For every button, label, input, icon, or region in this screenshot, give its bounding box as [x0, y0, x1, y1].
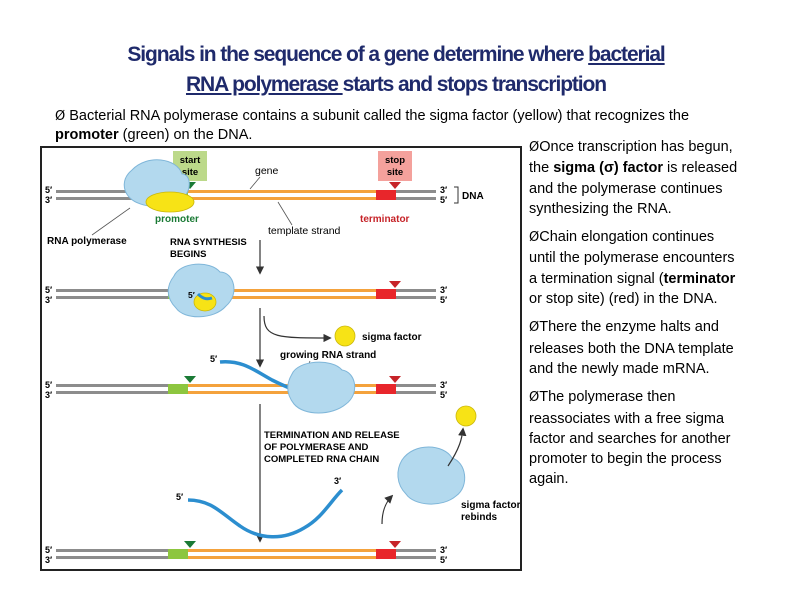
- page-title: Signals in the sequence of a gene determ…: [0, 40, 792, 100]
- bullet-arrow-icon: Ø: [529, 320, 540, 336]
- bullet-arrow-icon: Ø: [529, 390, 540, 406]
- five-prime-label: 5′: [45, 185, 52, 195]
- transcription-figure: start site stop site gene 5′ 3′ 3′ 5′ DN…: [40, 146, 522, 571]
- stop-site-box: [378, 151, 412, 181]
- five-prime-label: 5′: [188, 290, 195, 300]
- stop-site-label: site: [387, 167, 403, 178]
- sigma-factor-shape: [455, 405, 477, 427]
- gene-segment: [188, 289, 376, 292]
- step-label-termination: OF POLYMERASE AND: [264, 442, 368, 453]
- gene-segment: [188, 556, 376, 559]
- step-label-termination: COMPLETED RNA CHAIN: [264, 454, 379, 465]
- dna-label: DNA: [462, 191, 484, 202]
- three-prime-label: 3′: [45, 295, 52, 305]
- start-marker-icon: [184, 541, 196, 548]
- explanation-sidebar: ØOnce transcription has begun, the sigma…: [529, 137, 744, 498]
- stop-site-label: stop: [385, 155, 405, 166]
- dna-row-2: 5′ 3′ 3′ 5′ 5′: [45, 263, 447, 318]
- leader-line: [249, 176, 261, 190]
- rna-polymerase-shape: [287, 361, 356, 414]
- terminator-segment: [376, 190, 396, 200]
- transcription-diagram: start site stop site gene 5′ 3′ 3′ 5′ DN…: [45, 151, 521, 565]
- rebind-arrow: [381, 494, 394, 525]
- terminator-label: terminator: [360, 214, 410, 225]
- five-prime-label: 5′: [210, 354, 217, 364]
- rna-strand: [187, 488, 344, 539]
- terminator-segment: [376, 549, 396, 559]
- three-prime-label: 3′: [440, 285, 447, 295]
- sigma-rebinds-label: rebinds: [461, 512, 498, 523]
- rna-polymerase-shape: [397, 446, 466, 505]
- gene-segment: [188, 296, 376, 299]
- rebind-arrow: [447, 427, 467, 467]
- three-prime-label: 3′: [440, 185, 447, 195]
- promoter-segment: [168, 549, 188, 559]
- three-prime-label: 3′: [334, 476, 341, 486]
- release-arrow: [263, 315, 332, 343]
- start-site-label: start: [180, 155, 201, 166]
- explanation-paragraph: ØThere the enzyme halts and releases bot…: [529, 319, 734, 377]
- title-line-1: Signals in the sequence of a gene determ…: [127, 43, 665, 66]
- title-line-2: RNA polymerase starts and stops transcri…: [185, 73, 607, 96]
- five-prime-label: 5′: [440, 390, 447, 400]
- leader-line: [277, 201, 293, 226]
- five-prime-label: 5′: [440, 195, 447, 205]
- gene-label: gene: [255, 165, 279, 177]
- growing-rna-label: growing RNA strand: [280, 350, 376, 361]
- promoter-label: promoter: [155, 214, 199, 225]
- three-prime-label: 3′: [440, 380, 447, 390]
- start-marker-icon: [184, 376, 196, 383]
- three-prime-label: 3′: [45, 195, 52, 205]
- five-prime-label: 5′: [440, 295, 447, 305]
- bullet-arrow-icon: Ø: [529, 140, 540, 155]
- sigma-factor-label: sigma factor: [362, 332, 422, 343]
- terminator-segment: [376, 384, 396, 394]
- five-prime-label: 5′: [45, 545, 52, 555]
- stop-marker-icon: [389, 541, 401, 548]
- bullet-arrow-icon: Ø: [529, 230, 540, 246]
- three-prime-label: 3′: [45, 390, 52, 400]
- gene-segment: [188, 190, 376, 193]
- explanation-paragraph: ØChain elongation continues until the po…: [529, 229, 736, 308]
- step-label-rna-synthesis: RNA SYNTHESIS: [170, 237, 247, 248]
- bullet-arrow-icon: Ø: [55, 109, 66, 124]
- dna-row-3: 5′ 3′ 3′ 5′ 5′: [45, 354, 447, 414]
- rna-strand: [196, 292, 213, 301]
- sigma-factor-shape: [193, 292, 217, 312]
- promoter-segment: [168, 384, 188, 394]
- three-prime-label: 3′: [440, 545, 447, 555]
- dna-row-1: start site stop site gene 5′ 3′ 3′ 5′ DN…: [45, 151, 484, 247]
- three-prime-label: 3′: [45, 555, 52, 565]
- step-label-termination: TERMINATION AND RELEASE: [264, 430, 400, 441]
- five-prime-label: 5′: [45, 285, 52, 295]
- stop-marker-icon: [389, 281, 401, 288]
- dna-bracket: [454, 186, 459, 204]
- explanation-paragraph: ØOnce transcription has begun, the sigma…: [529, 139, 738, 217]
- sigma-rebinds-label: sigma factor: [461, 500, 520, 511]
- gene-segment: [188, 549, 376, 552]
- rna-polymerase-shape: [167, 263, 235, 318]
- five-prime-label: 5′: [45, 380, 52, 390]
- stop-marker-icon: [389, 376, 401, 383]
- five-prime-label: 5′: [176, 492, 183, 502]
- intro-text: Ø Bacterial RNA polymerase contains a su…: [55, 108, 690, 143]
- terminator-segment: [376, 289, 396, 299]
- sigma-factor-shape: [145, 191, 195, 213]
- step-label-rna-synthesis: BEGINS: [170, 249, 206, 260]
- dna-row-4: 5′ 3′ 3′ 5′: [45, 541, 447, 565]
- rna-polymerase-label: RNA polymerase: [47, 236, 127, 247]
- explanation-paragraph: ØThe polymerase then reassociates with a…: [529, 389, 731, 488]
- leader-line: [91, 207, 131, 236]
- template-strand-label: template strand: [268, 225, 341, 237]
- five-prime-label: 5′: [440, 555, 447, 565]
- gene-segment: [188, 197, 376, 200]
- stop-marker-icon: [389, 182, 401, 189]
- gene-segment: [188, 391, 376, 394]
- start-site-label: site: [182, 167, 198, 178]
- sigma-factor-shape: [334, 325, 356, 347]
